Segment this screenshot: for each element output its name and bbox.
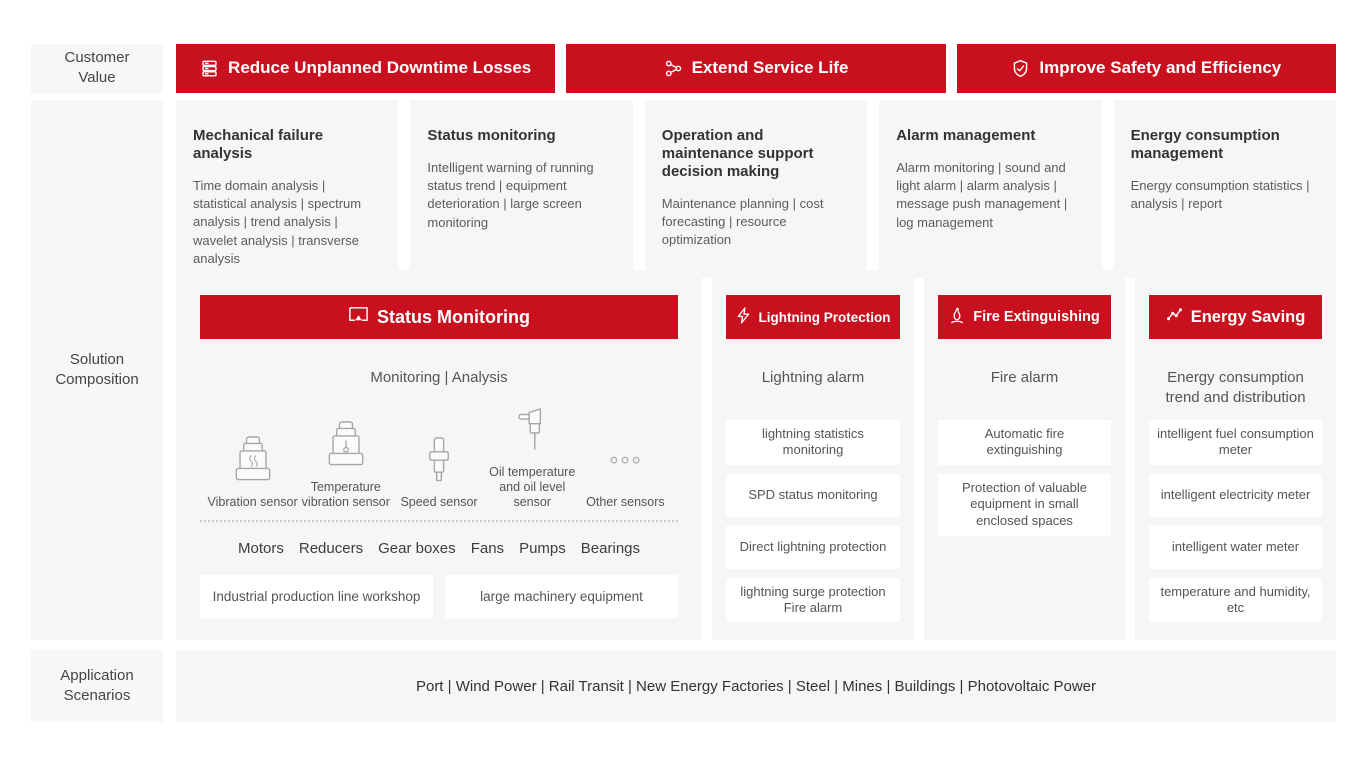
sensor-label: Other sensors bbox=[586, 494, 665, 509]
monitor-icon bbox=[348, 306, 369, 329]
equipment-item: Gear boxes bbox=[378, 539, 456, 557]
panel-header-label: Fire Extinguishing bbox=[973, 309, 1100, 325]
card-title: Status monitoring bbox=[427, 127, 556, 144]
feature-cards: Mechanical failure analysis Time domain … bbox=[176, 100, 1336, 278]
workshop-boxes: Industrial production line workshop larg… bbox=[200, 574, 678, 618]
banner-reduce-downtime: Reduce Unplanned Downtime Losses bbox=[176, 44, 556, 93]
sensor-other: Other sensors bbox=[579, 435, 672, 510]
card-body: Alarm monitoring | sound and light alarm… bbox=[896, 160, 1068, 230]
panel-lightning-protection: Lightning Protection Lightning alarm lig… bbox=[712, 270, 914, 640]
equipment-item: Motors bbox=[238, 539, 284, 557]
customer-value-banners: Reduce Unplanned Downtime Losses Extend … bbox=[176, 44, 1336, 93]
solution-composition-label: Solution Composition bbox=[31, 100, 163, 640]
application-scenarios-row: Application Scenarios Port | Wind Power … bbox=[31, 650, 1336, 722]
sensor-speed: Speed sensor bbox=[392, 435, 485, 510]
panel-status-monitoring: Status Monitoring Monitoring | Analysis bbox=[176, 270, 702, 640]
card-title: Mechanical failure analysis bbox=[193, 127, 324, 162]
card-title: Alarm management bbox=[896, 127, 1036, 144]
solution-panels: Status Monitoring Monitoring | Analysis bbox=[176, 270, 1336, 640]
lightning-protection-header: Lightning Protection bbox=[726, 295, 900, 339]
application-scenarios-label: Application Scenarios bbox=[31, 650, 163, 722]
equipment-item: Pumps bbox=[519, 539, 566, 557]
server-icon bbox=[200, 59, 219, 78]
equipment-row: Motors Reducers Gear boxes Fans Pumps Be… bbox=[200, 540, 678, 557]
banner-label: Improve Safety and Efficiency bbox=[1039, 58, 1282, 78]
card-mechanical-failure-analysis: Mechanical failure analysis Time domain … bbox=[176, 100, 399, 278]
panel-header-label: Status Monitoring bbox=[377, 306, 530, 327]
sensor-label: Vibration sensor bbox=[207, 494, 298, 509]
customer-value-label: Customer Value bbox=[31, 44, 163, 93]
panel-item: lightning statistics monitoring bbox=[726, 420, 900, 465]
card-om-support-decision: Operation and maintenance support decisi… bbox=[644, 100, 868, 278]
panel-item: intelligent electricity meter bbox=[1149, 473, 1322, 517]
card-body: Time domain analysis | statistical analy… bbox=[193, 178, 362, 266]
card-energy-consumption-management: Energy consumption management Energy con… bbox=[1113, 100, 1336, 278]
oil-sensor-icon bbox=[507, 405, 557, 459]
card-status-monitoring: Status monitoring Intelligent warning of… bbox=[410, 100, 633, 278]
panel-header-label: Energy Saving bbox=[1190, 307, 1306, 326]
panel-fire-extinguishing: Fire Extinguishing Fire alarm Automatic … bbox=[924, 270, 1125, 640]
banner-improve-safety: Improve Safety and Efficiency bbox=[956, 44, 1336, 93]
panel-item: temperature and humidity, etc bbox=[1149, 577, 1322, 622]
lightning-icon bbox=[736, 307, 751, 327]
panel-item: Protection of valuable equipment in smal… bbox=[938, 473, 1111, 536]
ellipsis-icon bbox=[600, 435, 650, 489]
panel-energy-saving: Energy Saving Energy consumption trend a… bbox=[1135, 270, 1336, 640]
equipment-item: Bearings bbox=[580, 539, 640, 557]
sensor-temperature-vibration: Temperature vibration sensor bbox=[299, 420, 392, 510]
card-body: Intelligent warning of running status tr… bbox=[427, 160, 594, 230]
panel-item: lightning surge protection Fire alarm bbox=[726, 577, 900, 622]
panel-item: intelligent fuel consumption meter bbox=[1149, 420, 1322, 465]
application-scenarios-bar: Port | Wind Power | Rail Transit | New E… bbox=[176, 650, 1336, 722]
panel-item: SPD status monitoring bbox=[726, 473, 900, 517]
banner-label: Extend Service Life bbox=[691, 58, 849, 78]
workshop-box: large machinery equipment bbox=[445, 574, 678, 618]
sensor-label: Oil temperature and oil level sensor bbox=[489, 464, 576, 509]
fire-icon bbox=[949, 307, 965, 328]
energy-subtitle: Energy consumption trend and distributio… bbox=[1165, 369, 1306, 406]
sensor-vibration: Vibration sensor bbox=[206, 435, 299, 510]
sensor-oil: Oil temperature and oil level sensor bbox=[486, 405, 579, 510]
card-title: Energy consumption management bbox=[1130, 127, 1280, 162]
panel-item: intelligent water meter bbox=[1149, 525, 1322, 569]
sensor-label: Speed sensor bbox=[400, 494, 478, 509]
panel-item: Direct lightning protection bbox=[726, 525, 900, 569]
status-monitoring-header: Status Monitoring bbox=[200, 295, 678, 339]
status-monitoring-subtitle: Monitoring | Analysis bbox=[370, 369, 508, 386]
customer-value-row: Customer Value Reduce Unplanned Downtime… bbox=[31, 44, 1336, 93]
banner-label: Reduce Unplanned Downtime Losses bbox=[228, 58, 532, 78]
banner-extend-service-life: Extend Service Life bbox=[566, 44, 946, 93]
trend-icon bbox=[1166, 306, 1183, 328]
panel-item: Automatic fire extinguishing bbox=[938, 420, 1111, 465]
energy-items: intelligent fuel consumption meter intel… bbox=[1149, 420, 1322, 622]
temperature-vibration-sensor-icon bbox=[321, 420, 371, 474]
equipment-item: Reducers bbox=[298, 539, 364, 557]
dotted-divider bbox=[200, 519, 678, 522]
card-alarm-management: Alarm management Alarm monitoring | soun… bbox=[879, 100, 1102, 278]
card-body: Maintenance planning | cost forecasting … bbox=[661, 196, 824, 248]
workshop-box: Industrial production line workshop bbox=[200, 574, 433, 618]
shield-check-icon bbox=[1011, 59, 1030, 78]
sensor-row: Vibration sensor bbox=[200, 405, 678, 510]
card-title: Operation and maintenance support decisi… bbox=[661, 127, 814, 180]
fire-items: Automatic fire extinguishing Protection … bbox=[938, 420, 1111, 536]
share-nodes-icon bbox=[664, 59, 683, 78]
energy-saving-header: Energy Saving bbox=[1149, 295, 1322, 339]
lightning-subtitle: Lightning alarm bbox=[761, 369, 865, 386]
speed-sensor-icon bbox=[414, 435, 464, 489]
sensor-label: Temperature vibration sensor bbox=[301, 479, 390, 509]
equipment-item: Fans bbox=[470, 539, 505, 557]
lightning-items: lightning statistics monitoring SPD stat… bbox=[726, 420, 900, 622]
solution-composition-row: Solution Composition Mechanical failure … bbox=[31, 100, 1336, 640]
vibration-sensor-icon bbox=[228, 435, 278, 489]
fire-subtitle: Fire alarm bbox=[990, 369, 1059, 386]
panel-header-label: Lightning Protection bbox=[758, 309, 891, 325]
fire-extinguishing-header: Fire Extinguishing bbox=[938, 295, 1111, 339]
card-body: Energy consumption statistics | analysis… bbox=[1130, 178, 1310, 212]
solution-content: Mechanical failure analysis Time domain … bbox=[176, 100, 1336, 640]
